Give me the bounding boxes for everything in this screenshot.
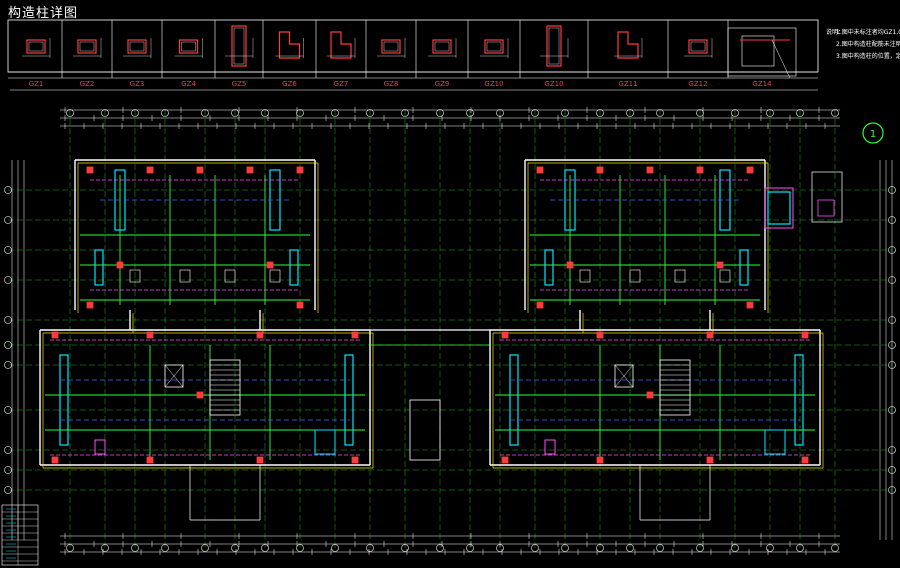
notes-line-3: 3.图中构造柱的位置，定位，... (836, 52, 900, 60)
column-detail-cells (22, 20, 729, 78)
column-detail-10 (480, 20, 521, 78)
column-detail-labels: GZ1 GZ2 GZ3 GZ4 GZ5 GZ6 GZ7 GZ8 GZ9 GZ10 GZ10 GZ11 G… (10, 80, 818, 91)
legend-table (1, 504, 39, 566)
column-detail-4 (174, 20, 216, 78)
general-notes: 说明： 1.图中未标注者均GZ1,GZ2, 2.图中构造柱配筋未注明，参看说明，… (826, 28, 900, 60)
column-detail-6 (275, 20, 317, 78)
column-detail-5 (225, 20, 264, 78)
column-detail-2 (73, 20, 113, 78)
notes-line-1: 1.图中未标注者均GZ1,GZ2, (836, 28, 900, 36)
column-detail-label: GZ3 (130, 80, 145, 88)
column-detail-label: GZ5 (232, 80, 247, 88)
column-detail-9 (428, 20, 469, 78)
notes-heading: 说明： (826, 28, 844, 36)
grid-marker-label: 1 (870, 129, 876, 140)
grid-marker: 1 (862, 122, 884, 144)
column-detail-strip (7, 19, 819, 79)
dimension-lines (4, 107, 896, 555)
column-detail-label: GZ8 (384, 80, 399, 88)
column-detail-label: GZ7 (334, 80, 349, 88)
column-detail-label: GZ2 (80, 80, 95, 88)
floor-plan-right-unit (489, 159, 843, 521)
column-detail-label: GZ11 (618, 80, 637, 88)
column-detail-3 (123, 20, 163, 78)
column-detail-1 (22, 20, 63, 78)
column-detail-8 (377, 20, 417, 78)
column-detail-gz14 (727, 27, 797, 79)
column-detail-label: GZ1 (29, 80, 44, 88)
column-detail-12 (614, 20, 669, 78)
column-detail-7 (327, 20, 367, 78)
column-detail-label: GZ4 (181, 80, 196, 88)
notes-line-2: 2.图中构造柱配筋未注明，参看说明， (836, 40, 900, 48)
column-detail-13 (684, 20, 729, 78)
column-detail-label-gz14: GZ14 (752, 80, 772, 88)
column-detail-label: GZ12 (688, 80, 707, 88)
floor-plan-left-unit (39, 159, 490, 521)
column-detail-11 (540, 20, 589, 78)
column-detail-label: GZ10 (484, 80, 503, 88)
column-detail-label: GZ10 (544, 80, 563, 88)
column-detail-label: GZ9 (435, 80, 450, 88)
column-detail-label: GZ6 (282, 80, 297, 88)
drawing-title: 构造柱详图 (8, 6, 79, 21)
